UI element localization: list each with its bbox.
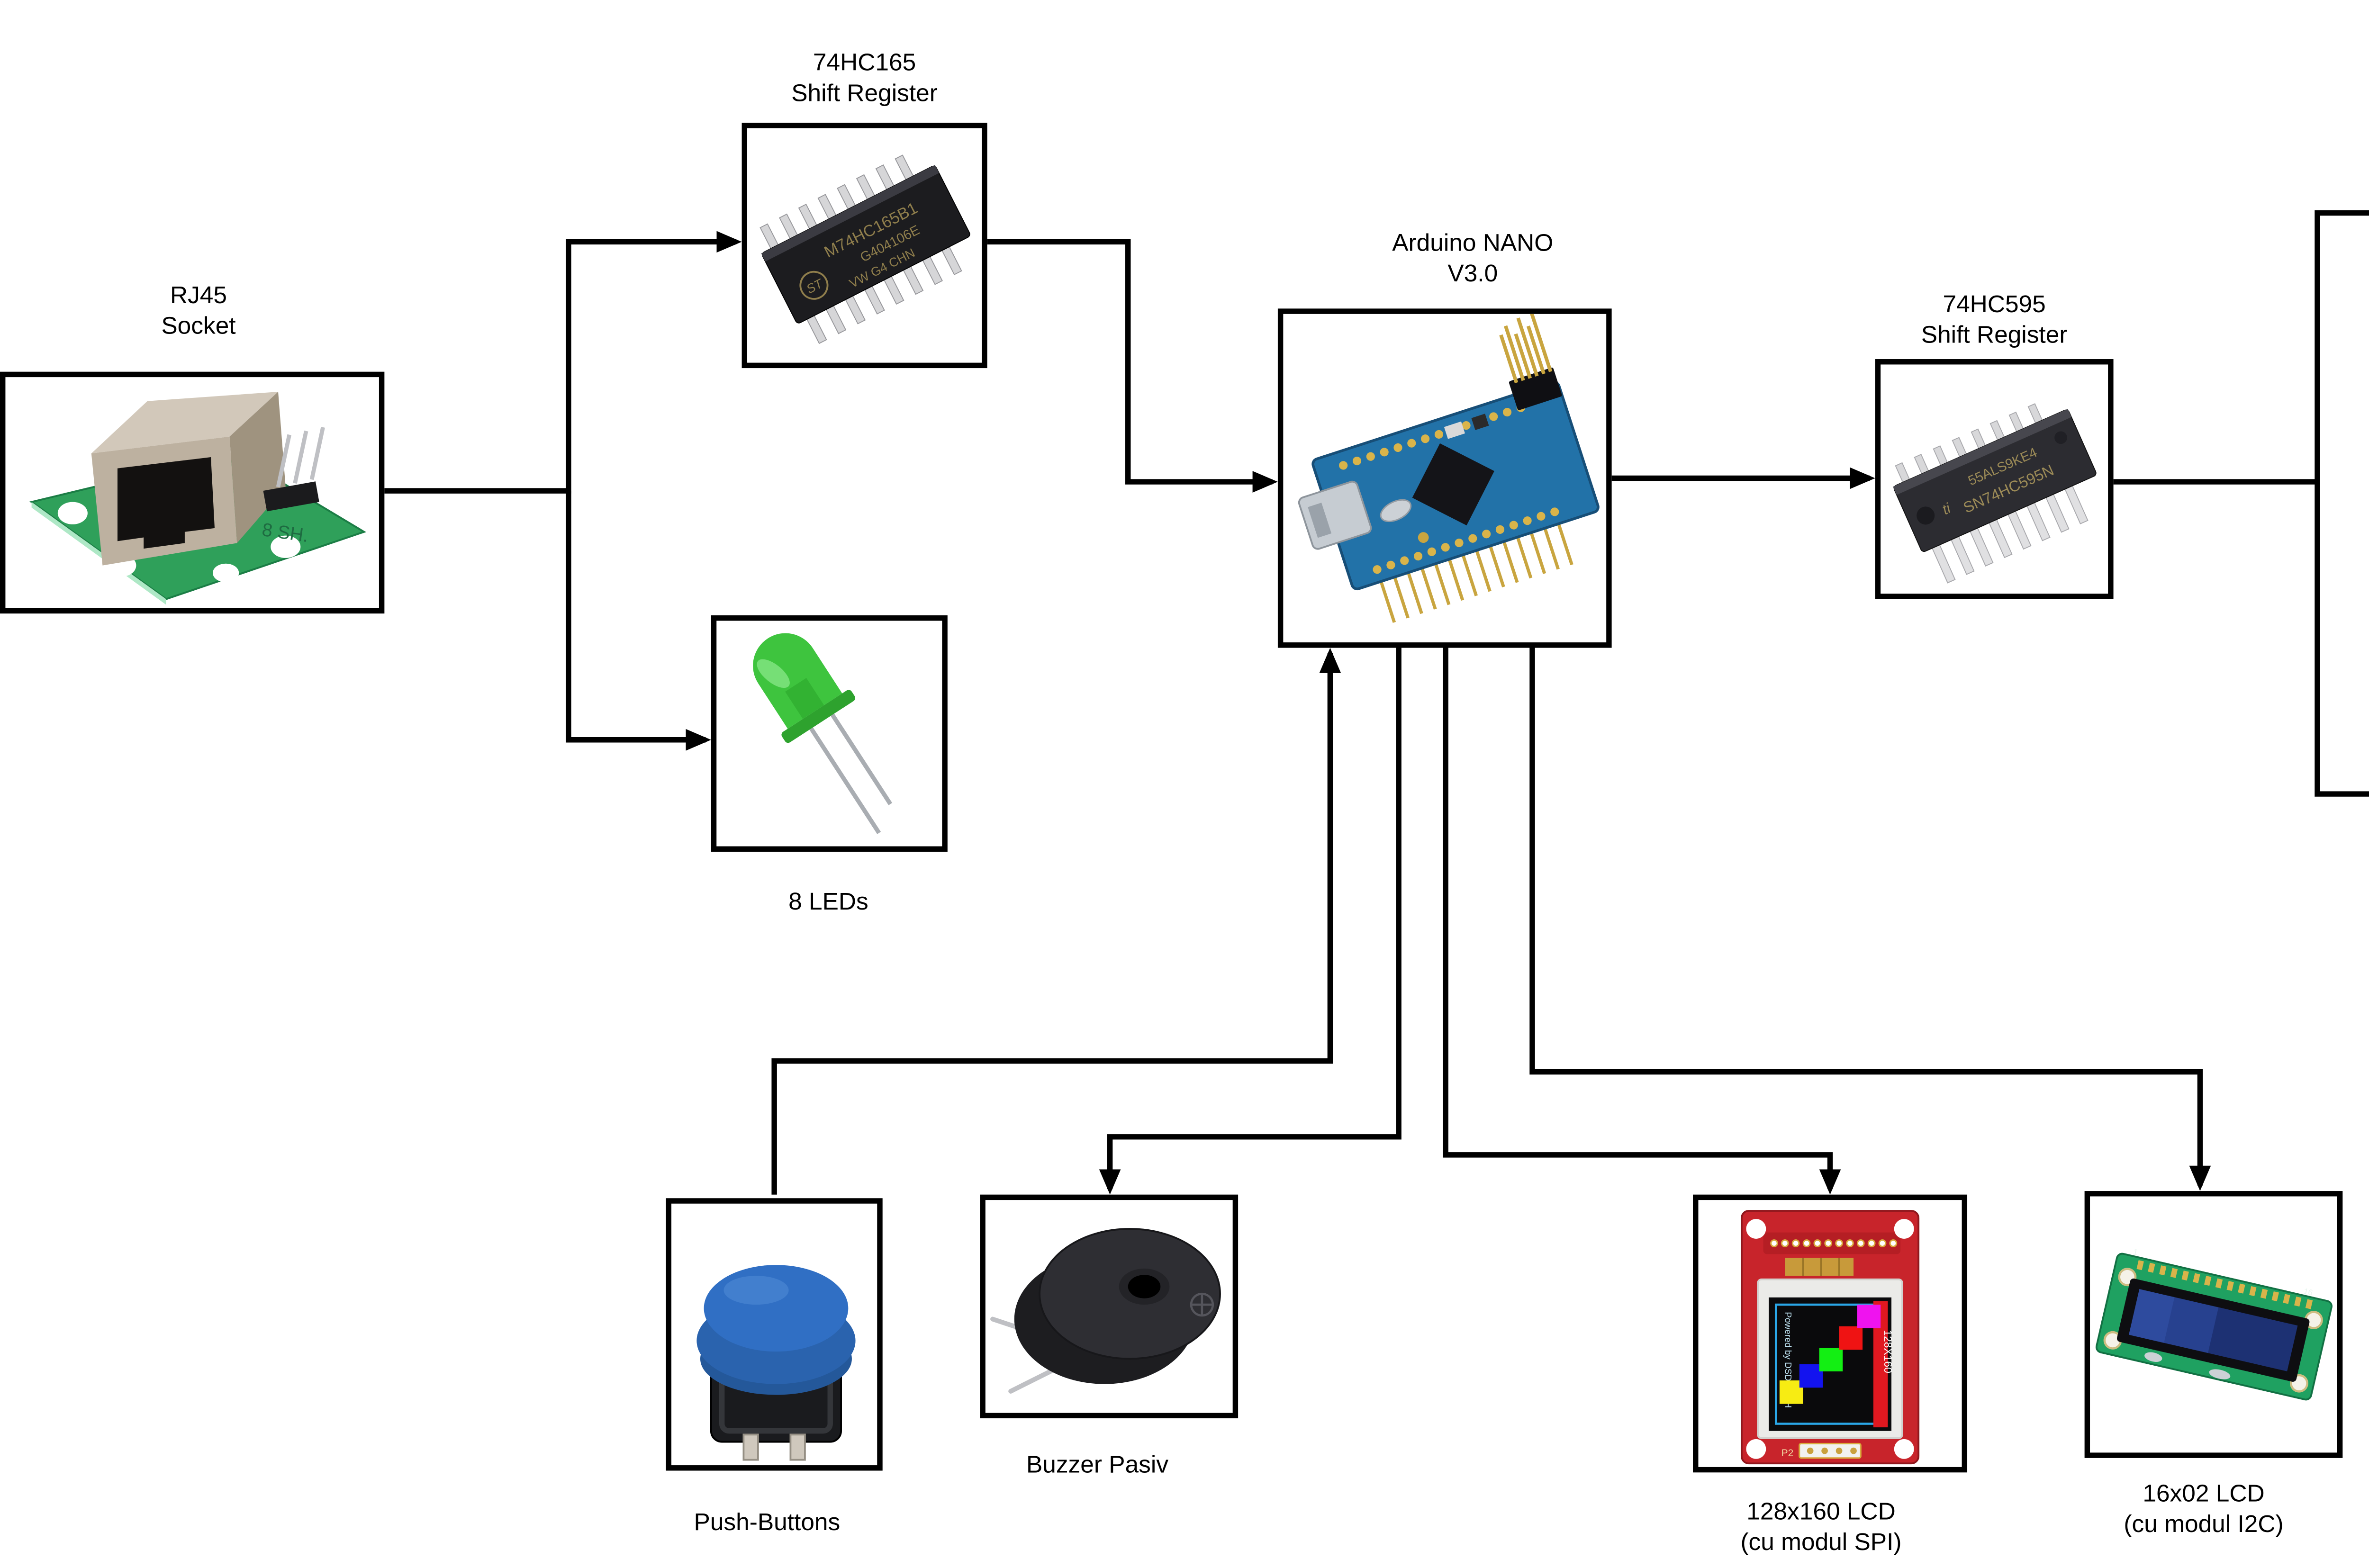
- arduino-header-pins: [1379, 522, 1573, 623]
- node-box-74hc595: ti 55ALS9KE4 SN74HC595N: [1875, 359, 2114, 599]
- button-pin: [742, 1433, 759, 1461]
- label-lcd-i2c: 16x02 LCD (cu modul I2C): [2124, 1479, 2284, 1538]
- label-74hc165: 74HC165 Shift Register: [791, 48, 938, 107]
- wire-pushbuttons-to-arduino: [771, 648, 1341, 1195]
- label-arduino: Arduino NANO V3.0: [1392, 229, 1554, 287]
- node-box-push-buttons: [666, 1198, 883, 1471]
- green-led-illustration: [753, 633, 893, 834]
- lcd-header-holes: [1770, 1239, 1898, 1247]
- label-leds-left: 8 LEDs: [788, 888, 868, 915]
- node-box-arduino: [1277, 308, 1612, 648]
- screen-square-red: [1839, 1326, 1863, 1350]
- label-buzzer: Buzzer Pasiv: [1026, 1451, 1169, 1478]
- screen-stripe-text: 128X160: [1882, 1330, 1894, 1373]
- pin-number-last: 16: [2303, 1286, 2314, 1298]
- screen-square-magenta: [1857, 1305, 1881, 1328]
- screen-square-yellow: [1779, 1380, 1803, 1404]
- wire-rj45left-to-74hc165: [384, 231, 742, 494]
- screen-square-green: [1819, 1348, 1843, 1371]
- node-box-rj45-left: 8 SH.: [0, 371, 385, 614]
- lcd-128x160-illustration: Powered by DSD TECH 128X160 P2: [1740, 1210, 1920, 1465]
- icsp-pins: [1499, 314, 1553, 384]
- 74hc165-chip-illustration: ST M74HC165B1 G404106E VW G4 CHN: [760, 154, 970, 344]
- push-button-illustration: [696, 1265, 856, 1461]
- buzzer-illustration: [990, 1228, 1221, 1394]
- crystal-oscillator: [1380, 499, 1412, 523]
- wire-74hc595-to-leds-right: [2315, 482, 2369, 797]
- label-74hc595: 74HC595 Shift Register: [1921, 290, 2068, 349]
- wire-74hc595-to-rj45right: [2113, 210, 2369, 485]
- lcd-pcb-text: P2: [1781, 1448, 1794, 1459]
- screen-square-blue: [1799, 1364, 1823, 1388]
- rj45-socket-illustration: 8 SH.: [29, 392, 367, 605]
- buzzer-hole: [1128, 1275, 1161, 1298]
- button-pin: [789, 1433, 806, 1461]
- 74hc595-chip-illustration: ti 55ALS9KE4 SN74HC595N: [1893, 403, 2097, 584]
- node-box-buzzer: [980, 1194, 1239, 1419]
- wire-arduino-to-lcd-spi: [1443, 648, 1841, 1195]
- wire-arduino-to-lcd-i2c: [1529, 648, 2211, 1191]
- lcd-pin-pads: [2136, 1260, 2313, 1309]
- chip-pins: [1895, 403, 2089, 584]
- wire-arduino-to-buzzer: [1099, 648, 1402, 1195]
- st-logo-icon: [799, 270, 829, 300]
- arduino-nano-illustration: [1298, 314, 1600, 623]
- label-push-buttons: Push-Buttons: [694, 1508, 841, 1536]
- pin-number-first: 1: [2132, 1247, 2139, 1257]
- wire-74hc165-to-arduino: [987, 239, 1278, 493]
- flex-cable: [1785, 1258, 1854, 1276]
- label-lcd-spi: 128x160 LCD (cu modul SPI): [1740, 1497, 1902, 1556]
- reset-button: [1444, 421, 1465, 439]
- rj45-port-opening: [117, 457, 215, 549]
- label-rj45-left: RJ45 Socket: [161, 281, 236, 340]
- node-box-lcd-spi: Powered by DSD TECH 128X160 P2: [1693, 1194, 1968, 1473]
- node-box-74hc165: ST M74HC165B1 G404106E VW G4 CHN: [741, 123, 987, 369]
- rj45-metal-top: [91, 392, 279, 454]
- wire-rj45left-to-leds-left: [566, 491, 711, 751]
- lcd-16x02-illustration: 1 16: [2095, 1247, 2333, 1401]
- node-box-leds-left: [711, 615, 948, 852]
- mcu-chip: [1412, 443, 1494, 526]
- node-box-lcd-i2c: 1 16: [2084, 1191, 2343, 1458]
